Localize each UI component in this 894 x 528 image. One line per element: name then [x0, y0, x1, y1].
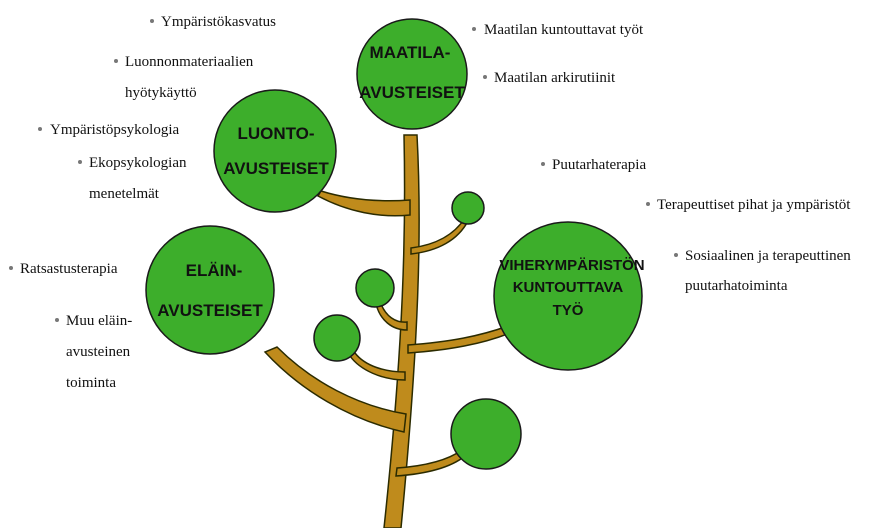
- branch-luonto: [316, 190, 411, 217]
- bullet-dot: [150, 19, 154, 23]
- small-circle-upper-right: [451, 191, 485, 225]
- label-ekopsykologian-line2: menetelmät: [89, 186, 160, 202]
- bullet-dot: [114, 59, 118, 63]
- label-maatilan-arkirutiinit: Maatilan arkirutiinit: [494, 70, 616, 86]
- label-luonnonmateriaalien-line2: hyötykäyttö: [125, 85, 197, 101]
- circle-viher: [493, 221, 643, 371]
- bullet-dot: [674, 253, 678, 257]
- label-ymparistopsykologia: Ympäristöpsykologia: [50, 122, 179, 138]
- label-ymparistokasvatus: Ympäristökasvatus: [161, 14, 276, 30]
- viher-title-line3: TYÖ: [553, 302, 584, 319]
- label-terapeuttiset-pihat: Terapeuttiset pihat ja ympäristöt: [657, 197, 851, 213]
- tree-trunk: [383, 134, 420, 528]
- bullet-labels: Ympäristökasvatus Luonnonmateriaalien hy…: [9, 14, 851, 391]
- label-maatilan-kuntouttavat: Maatilan kuntouttavat työt: [484, 22, 644, 38]
- branch-viher: [407, 325, 511, 354]
- bullet-dot: [55, 318, 59, 322]
- tree-trunk-group: [263, 134, 511, 528]
- label-puutarhaterapia: Puutarhaterapia: [552, 157, 646, 173]
- label-muu-elain-line3: toiminta: [66, 375, 116, 391]
- viher-title-line1: VIHERYMPÄRISTÖN: [499, 257, 644, 274]
- label-luonnonmateriaalien-line1: Luonnonmateriaalien: [125, 54, 254, 70]
- small-circle-lower-left: [313, 314, 361, 362]
- branch-elain: [263, 346, 407, 433]
- maatila-title-line2: AVUSTEISET: [359, 83, 465, 102]
- elain-title-line1: ELÄIN-: [186, 261, 243, 280]
- bullet-dot: [78, 160, 82, 164]
- label-muu-elain-line1: Muu eläin-: [66, 313, 132, 329]
- bullet-dot: [38, 127, 42, 131]
- bullet-dot: [541, 162, 545, 166]
- maatila-title-line1: MAATILA-: [370, 43, 451, 62]
- label-ekopsykologian-line1: Ekopsykologian: [89, 155, 187, 171]
- viher-title-line2: KUNTOUTTAVA: [513, 279, 624, 296]
- circle-elain: [145, 225, 275, 355]
- elain-title-line2: AVUSTEISET: [157, 301, 263, 320]
- label-sosiaalinen-line2: puutarhatoiminta: [685, 278, 788, 294]
- circle-luonto: [213, 89, 337, 213]
- label-ratsastusterapia: Ratsastusterapia: [20, 261, 118, 277]
- bullet-dot: [646, 202, 650, 206]
- luonto-title-line1: LUONTO-: [237, 124, 314, 143]
- circle-maatila: [356, 18, 468, 130]
- luonto-title-line2: AVUSTEISET: [223, 159, 329, 178]
- bullet-dot: [9, 266, 13, 270]
- branch-small-lower: [348, 352, 406, 381]
- small-circle-middle-left: [355, 268, 395, 308]
- label-muu-elain-line2: avusteinen: [66, 344, 131, 360]
- bullet-dot: [483, 75, 487, 79]
- leaves: [145, 18, 643, 470]
- label-sosiaalinen-line1: Sosiaalinen ja terapeuttinen: [685, 248, 851, 264]
- circle-bottom-right: [450, 398, 522, 470]
- bullet-dot: [472, 27, 476, 31]
